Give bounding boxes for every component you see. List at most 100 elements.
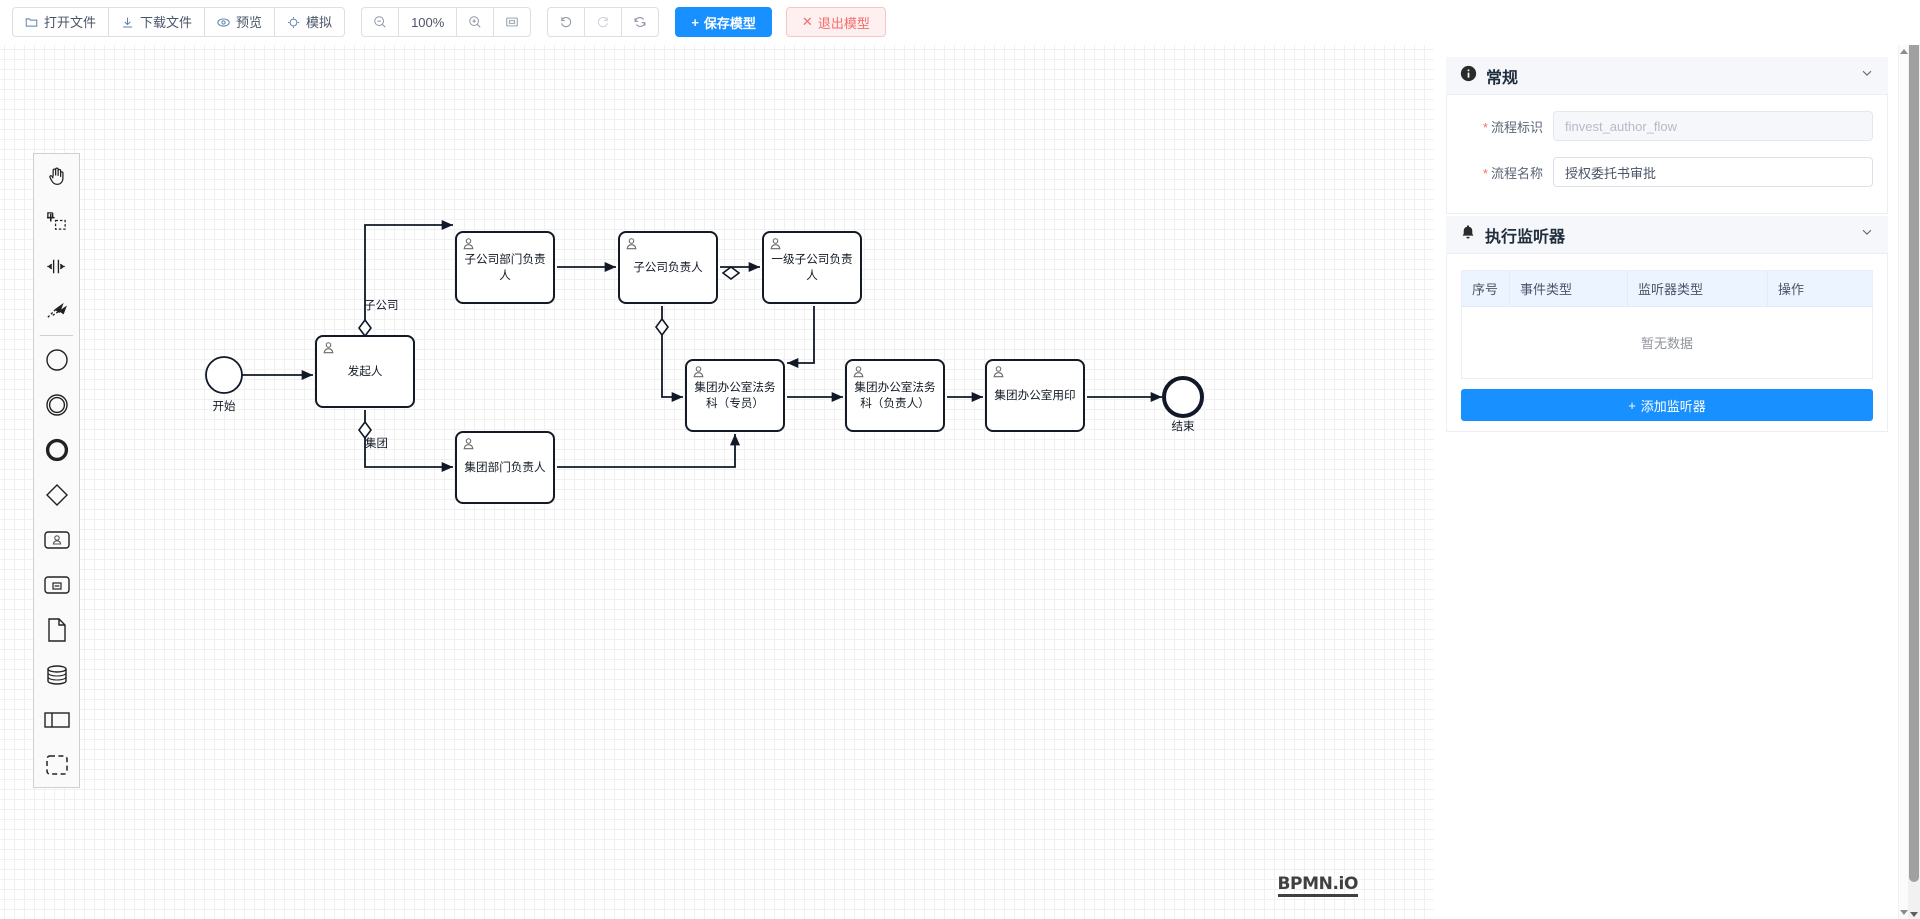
listener-section-title: 执行监听器 (1485, 228, 1566, 246)
scroll-down-icon[interactable] (1900, 910, 1908, 915)
user-task-type-icon (691, 364, 706, 379)
add-listener-label: 添加监听器 (1640, 398, 1706, 414)
user-task-label: 集团部门负责人 (464, 460, 546, 474)
user-task-type-icon (768, 236, 783, 251)
user-task-type-icon (624, 236, 639, 251)
zoom-button-group: 100% (361, 7, 532, 37)
canvas-grid (0, 45, 1434, 919)
data-object-icon[interactable] (34, 607, 79, 652)
simulate-button[interactable]: 模拟 (274, 7, 346, 37)
info-icon (1460, 65, 1477, 87)
user-task-node[interactable]: 集团办公室法务科（负责人） (845, 359, 945, 432)
page-scrollbar[interactable] (1908, 0, 1920, 919)
process-name-input[interactable] (1553, 157, 1873, 187)
history-button-group (547, 7, 660, 37)
preview-label: 预览 (236, 14, 263, 30)
participant-icon[interactable] (34, 697, 79, 742)
zoom-out-icon (373, 15, 387, 29)
connect-tool-icon[interactable] (34, 289, 79, 334)
lasso-tool-icon[interactable] (34, 199, 79, 244)
listener-table-body: 暂无数据 (1462, 307, 1873, 379)
user-task-node[interactable]: 子公司负责人 (618, 231, 718, 304)
user-task-node[interactable]: 集团部门负责人 (455, 431, 555, 504)
page-scrollbar-thumb[interactable] (1909, 2, 1919, 882)
subprocess-icon[interactable] (34, 562, 79, 607)
user-task-node[interactable]: 集团办公室法务科（专员） (685, 359, 785, 432)
user-task-node[interactable]: 一级子公司负责人 (762, 231, 862, 304)
hand-tool-icon[interactable] (34, 154, 79, 199)
user-task-label: 集团办公室法务科（专员） (694, 381, 776, 410)
undo-button[interactable] (547, 7, 585, 37)
process-name-label: *流程名称 (1482, 165, 1543, 181)
save-model-label: 保存模型 (703, 15, 756, 31)
column-actions: 操作 (1767, 270, 1873, 307)
plus-icon: + (1628, 397, 1636, 413)
data-store-icon[interactable] (34, 652, 79, 697)
open-file-label: 打开文件 (44, 14, 97, 30)
restore-button[interactable] (621, 7, 660, 37)
folder-open-icon (25, 16, 38, 29)
user-task-label: 集团办公室用印 (994, 388, 1076, 402)
fit-viewport-button[interactable] (493, 7, 532, 37)
required-marker: * (1482, 119, 1488, 135)
bpmn-io-watermark[interactable]: BPMN.iO (1277, 876, 1358, 897)
user-task-label: 发起人 (347, 364, 383, 378)
user-task-node[interactable]: 发起人 (315, 335, 415, 408)
bpmn-diagram: 开始 结束 子公司 集团 (205, 219, 1204, 473)
bpmn-canvas[interactable]: 开始 结束 子公司 集团 发起人 子公司部门负责人 子公司负责人 一级子公司负责人集团… (0, 45, 1434, 919)
user-task-label: 子公司部门负责人 (464, 253, 546, 282)
general-section-body: *流程标识 *流程名称 (1446, 95, 1888, 214)
top-toolbar: 打开文件 下载文件 预览 模拟 (0, 0, 1920, 45)
zoom-in-button[interactable] (456, 7, 494, 37)
download-icon (121, 16, 134, 29)
simulate-label: 模拟 (306, 14, 333, 30)
plus-icon: + (691, 14, 699, 30)
simulate-icon (287, 16, 300, 29)
process-key-label: *流程标识 (1482, 119, 1543, 135)
panel-scrollbar[interactable] (1898, 45, 1908, 919)
user-task-icon[interactable] (34, 517, 79, 562)
undo-icon (559, 15, 573, 29)
close-icon: ✕ (801, 14, 813, 29)
redo-button[interactable] (584, 7, 622, 37)
zoom-level-display: 100% (398, 7, 457, 37)
space-tool-icon[interactable] (34, 244, 79, 289)
user-task-label: 一级子公司负责人 (771, 253, 853, 282)
user-task-node[interactable]: 子公司部门负责人 (455, 231, 555, 304)
exit-model-label: 退出模型 (817, 15, 870, 31)
redo-icon (596, 15, 610, 29)
fit-screen-icon (505, 15, 519, 29)
general-section-header[interactable]: 常规 (1446, 57, 1888, 95)
user-task-type-icon (461, 236, 476, 251)
gateway-icon[interactable] (34, 472, 79, 517)
open-file-button[interactable]: 打开文件 (12, 7, 109, 37)
intermediate-event-icon[interactable] (34, 382, 79, 427)
chevron-down-icon[interactable] (1860, 66, 1874, 85)
zoom-out-button[interactable] (361, 7, 399, 37)
user-task-node[interactable]: 集团办公室用印 (985, 359, 1085, 432)
page-scroll-down-icon[interactable] (1910, 912, 1918, 917)
flow-label: 集团 (365, 436, 388, 450)
listener-section-header[interactable]: 执行监听器 (1446, 216, 1888, 254)
user-task-type-icon (991, 364, 1006, 379)
bell-icon (1460, 224, 1476, 246)
restore-icon (633, 15, 647, 29)
required-marker: * (1482, 165, 1488, 181)
process-key-input[interactable] (1553, 111, 1873, 141)
process-name-row: *流程名称 (1461, 157, 1873, 187)
exit-model-button[interactable]: ✕ 退出模型 (785, 7, 886, 37)
zoom-in-icon (468, 15, 482, 29)
scroll-up-icon[interactable] (1900, 49, 1908, 54)
user-task-type-icon (461, 436, 476, 451)
end-event-icon[interactable] (34, 427, 79, 472)
listener-empty-row: 暂无数据 (1462, 307, 1873, 379)
group-icon[interactable] (34, 742, 79, 787)
properties-panel: 常规 *流程标识 (1434, 45, 1898, 919)
preview-button[interactable]: 预览 (204, 7, 275, 37)
download-file-button[interactable]: 下载文件 (108, 7, 205, 37)
chevron-down-icon[interactable] (1860, 225, 1874, 244)
add-listener-button[interactable]: + 添加监听器 (1461, 389, 1873, 421)
save-model-button[interactable]: + 保存模型 (675, 7, 772, 37)
start-event-icon[interactable] (34, 337, 79, 382)
